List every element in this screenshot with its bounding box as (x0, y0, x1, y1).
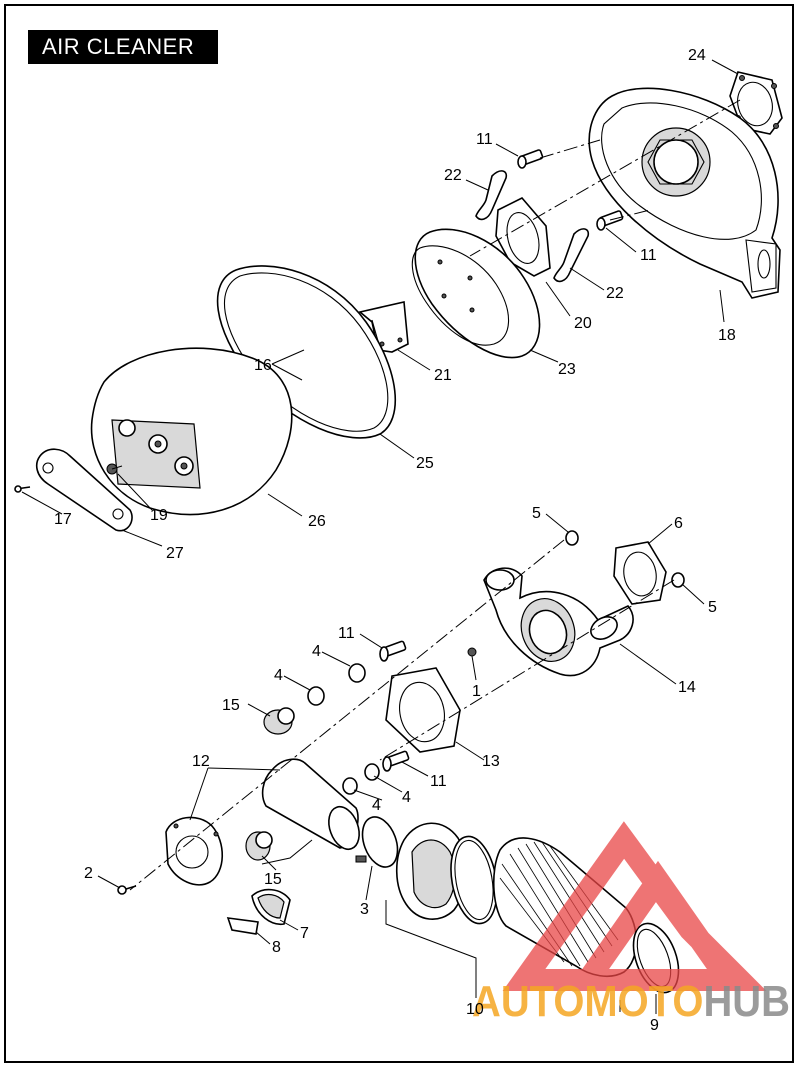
callout-23: 23 (558, 361, 576, 378)
part-24-gasket (729, 71, 783, 135)
callout-24: 24 (688, 47, 706, 64)
part-4-o-ring (364, 763, 380, 781)
part-19-screw (106, 463, 123, 475)
part-11-screw-mid (596, 210, 624, 231)
part-27-trim (35, 448, 133, 532)
part-26-cover (90, 347, 293, 516)
part-4-o-ring (342, 777, 358, 795)
part-17-screw (14, 485, 31, 493)
part-11-bolt-lower (382, 750, 410, 772)
callout-15: 15 (222, 697, 240, 714)
part-11-bolt-upper (379, 640, 407, 662)
callout-13: 13 (482, 753, 500, 770)
part-13-gasket (385, 667, 461, 753)
callout-16: 16 (254, 357, 272, 374)
callout-20: 20 (574, 315, 592, 332)
part-14-backplate (483, 567, 634, 677)
part-25-seal-ring (216, 265, 397, 439)
part-22-breather-tube-lower (553, 228, 590, 283)
callout-22: 22 (606, 285, 624, 302)
part-5-o-ring-top (565, 530, 579, 546)
callout-1: 1 (472, 683, 481, 700)
leader-lines (21, 59, 739, 1014)
callout-9: 9 (650, 1017, 659, 1034)
part-2-screw (117, 885, 137, 895)
callout-2: 2 (84, 865, 93, 882)
watermark-logo (502, 821, 767, 991)
callout-5: 5 (708, 599, 717, 616)
part-12-housing (165, 758, 360, 886)
part-4-o-ring (348, 663, 366, 683)
part-15-plug-lower (245, 831, 273, 861)
callout-4: 4 (402, 789, 411, 806)
callout-11: 11 (430, 773, 447, 790)
callout-3: 3 (360, 901, 369, 918)
callout-25: 25 (416, 455, 434, 472)
axis-line (379, 579, 675, 761)
callout-26: 26 (308, 513, 326, 530)
callout-18: 18 (718, 327, 736, 344)
callout-11: 11 (476, 131, 493, 148)
callout-12: 12 (192, 753, 210, 770)
part-5-o-ring-right (671, 572, 685, 588)
part-23-filter-element (411, 228, 541, 359)
part-1-screw (467, 647, 477, 657)
part-15-plug-upper (263, 707, 295, 735)
callout-27: 27 (166, 545, 184, 562)
callout-4: 4 (372, 797, 381, 814)
callout-4: 4 (312, 643, 321, 660)
axis-line (609, 209, 651, 221)
callout-11: 11 (338, 625, 355, 642)
callout-15: 15 (264, 871, 282, 888)
part-11-screw-upper (517, 149, 544, 169)
part-8-insert (226, 917, 259, 935)
part-3-clamp (355, 816, 399, 868)
watermark-part1: AUTOMOTO (472, 977, 703, 1026)
watermark-part2: HUB (703, 977, 790, 1026)
callout-4: 4 (274, 667, 283, 684)
callout-11: 11 (640, 247, 657, 264)
callout-14: 14 (678, 679, 696, 696)
diagram-frame (4, 4, 794, 1063)
part-7-badge (251, 888, 291, 925)
part-4-o-ring (307, 686, 325, 706)
part-6-gasket (613, 541, 667, 605)
part-21-bracket (358, 301, 409, 353)
callout-19: 19 (150, 507, 168, 524)
callout-21: 21 (434, 367, 452, 384)
part-18-backplate (588, 87, 781, 299)
callout-labels: 24 11 22 11 22 20 18 16 21 23 25 17 19 2… (54, 47, 736, 1034)
axis-line (469, 99, 741, 257)
callout-7: 7 (300, 925, 309, 942)
watermark-text: AUTOMOTOHUB (472, 977, 790, 1026)
callout-6: 6 (674, 515, 683, 532)
axis-line (539, 139, 601, 159)
axis-line (129, 539, 565, 891)
callout-22: 22 (444, 167, 462, 184)
callout-8: 8 (272, 939, 281, 956)
callout-10: 10 (466, 1001, 484, 1018)
callout-5: 5 (532, 505, 541, 522)
part-22-breather-tube-upper (475, 170, 508, 221)
callout-17: 17 (54, 511, 72, 528)
diagram-title: AIR CLEANER (28, 30, 218, 64)
svg-text:AUTOMOTOHUB: AUTOMOTOHUB (472, 977, 790, 1026)
